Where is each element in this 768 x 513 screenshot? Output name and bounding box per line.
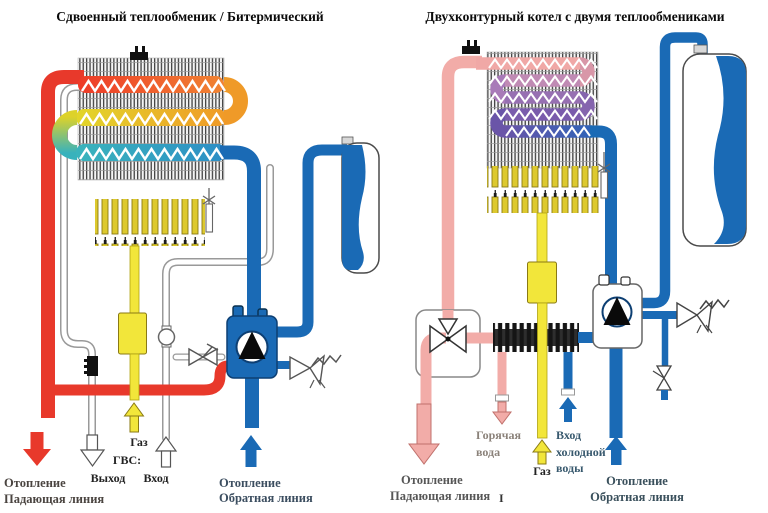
left-diagram-title: Сдвоенный теплообменик / Битермический	[56, 9, 324, 24]
right-diagram: Двухконтурный котел с двумя теплообменик…	[390, 9, 747, 505]
label-hot-water-1: Горячая	[476, 428, 522, 442]
gas-line	[118, 245, 147, 401]
label-heating-supply-2: Падающая линия	[390, 489, 490, 503]
coil-water-channel	[78, 78, 227, 162]
flow-switch-icon	[84, 356, 98, 376]
label-mark: I	[499, 491, 504, 505]
drain-valve-icon	[652, 365, 673, 400]
label-cold-water-3: воды	[556, 461, 584, 475]
gas-pipe-lower	[537, 302, 548, 439]
gas-pipe-lower	[129, 353, 140, 401]
expansion-tank-pipe	[640, 32, 708, 309]
arrow-heating-supply	[408, 403, 440, 465]
label-dhw-in: Вход	[143, 471, 168, 485]
heating-supply-pipe	[441, 55, 482, 311]
heating-supply-pipe	[41, 70, 229, 418]
label-hot-water-2: вода	[476, 445, 500, 459]
arrow-hot-water	[492, 401, 512, 425]
bypass-valve-icon	[188, 343, 219, 367]
label-dhw: ГВС:	[113, 453, 141, 467]
overheat-sensor-icon	[462, 40, 480, 54]
label-heating-return-2: Обратная линия	[590, 490, 684, 504]
gas-pipe	[129, 245, 140, 315]
overheat-sensor-icon	[130, 46, 148, 60]
burner	[487, 166, 599, 213]
coil-water-channel	[488, 57, 598, 138]
arrow-dhw-in	[154, 435, 178, 468]
arrow-heating-supply	[23, 432, 51, 466]
label-gas: Газ	[533, 464, 551, 478]
label-cold-water-2: холодной	[556, 445, 606, 459]
left-diagram: Сдвоенный теплообменик / Битермический	[4, 9, 380, 506]
tank-fitting-icon	[693, 44, 708, 54]
pump	[226, 305, 278, 379]
expansion-tank	[682, 44, 747, 247]
coupling-icon	[561, 388, 575, 396]
label-gas: Газ	[130, 435, 148, 449]
coupling-icon	[495, 394, 509, 402]
safety-valve-icon	[289, 354, 342, 389]
right-diagram-title: Двухконтурный котел с двумя теплообменик…	[425, 9, 724, 24]
gas-valve	[118, 312, 147, 355]
gas-valve	[527, 261, 557, 304]
igniter-icon	[597, 152, 611, 199]
primary-coil	[476, 57, 617, 285]
safety-valve-icon	[676, 298, 730, 334]
label-heating-supply-1: Отопление	[401, 473, 463, 487]
label-heating-supply-2: Падающая линия	[4, 492, 104, 506]
secondary-plate-heat-exchanger	[493, 323, 579, 352]
arrow-gas	[532, 439, 552, 465]
label-heating-return-1: Отопление	[219, 476, 281, 490]
arrow-dhw-out	[79, 434, 106, 468]
burner	[95, 199, 205, 246]
arrow-gas	[123, 402, 145, 433]
label-cold-water-1: Вход	[556, 428, 581, 442]
expansion-tank-pipe	[274, 144, 347, 338]
expansion-tank	[341, 136, 380, 274]
arrow-heating-return	[605, 436, 627, 465]
vent-cap-icon	[620, 276, 631, 286]
tank-fitting-icon	[341, 136, 354, 145]
flow-sensor-icon	[157, 325, 176, 348]
air-vent-icon	[598, 274, 610, 286]
label-heating-return-2: Обратная линия	[219, 491, 313, 505]
bithermal-coil	[52, 76, 261, 318]
gas-pipe	[536, 212, 548, 264]
label-heating-return-1: Отопление	[606, 474, 668, 488]
pump	[592, 274, 643, 349]
label-dhw-out: Выход	[91, 471, 126, 485]
arrow-cold-water	[559, 397, 577, 422]
igniter-icon	[202, 188, 216, 233]
three-way-valve-icon	[429, 318, 467, 354]
arrow-heating-return	[240, 435, 262, 467]
label-heating-supply-1: Отопление	[4, 476, 66, 490]
